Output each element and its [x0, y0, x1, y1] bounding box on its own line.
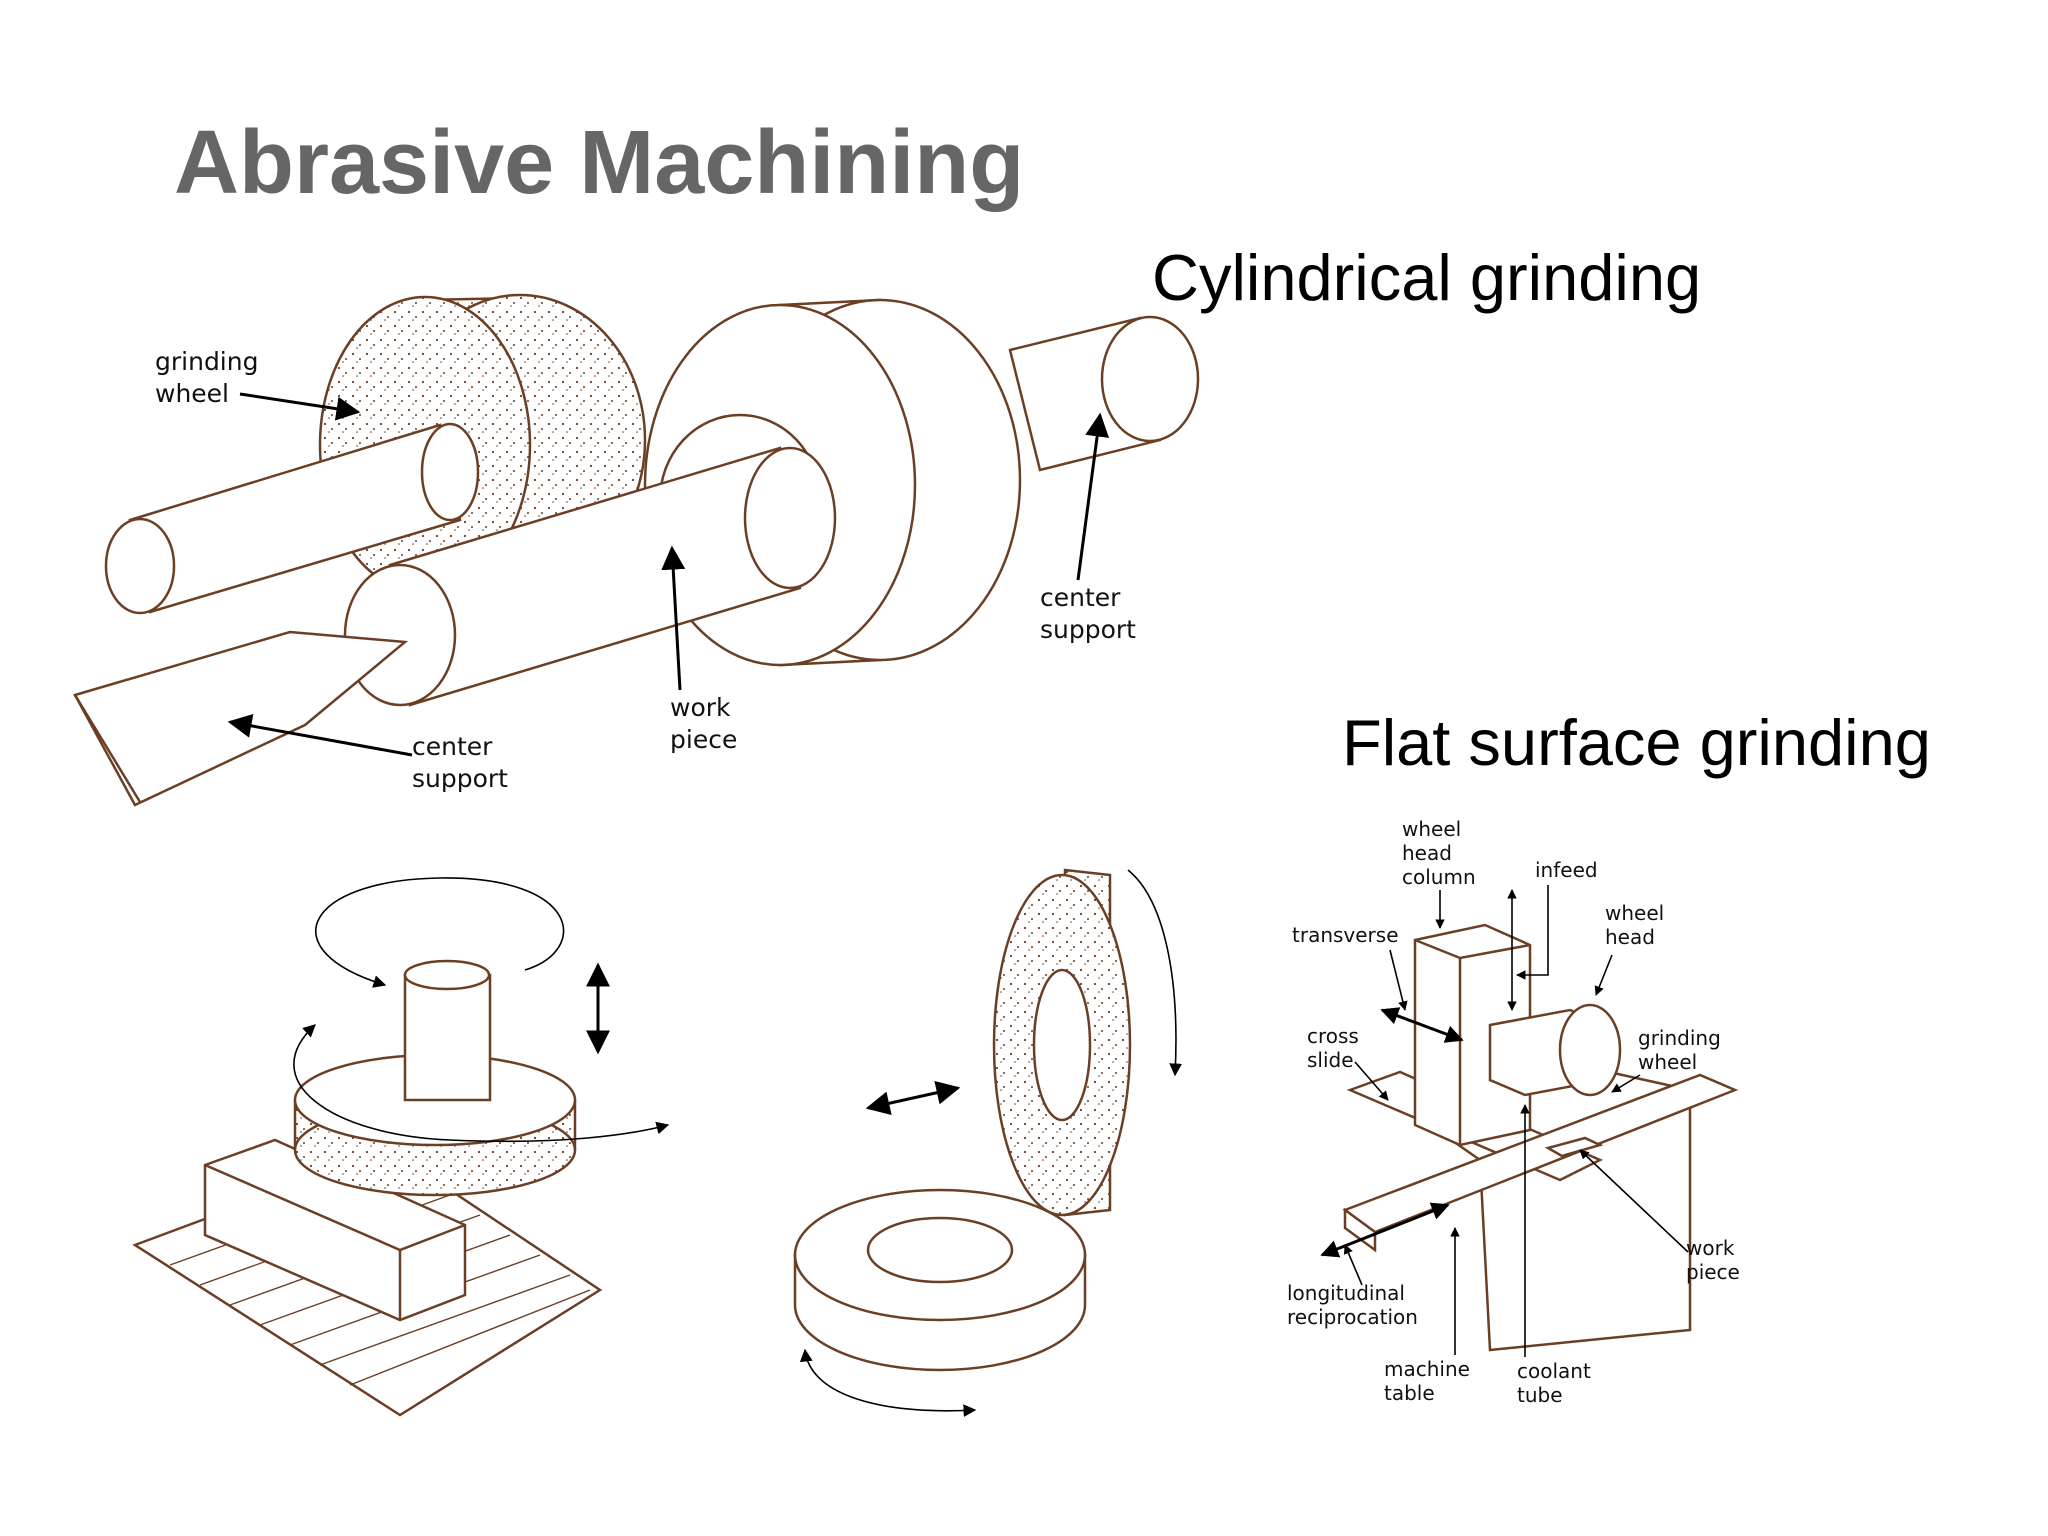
svg-text:slide: slide	[1307, 1048, 1354, 1072]
svg-text:grinding: grinding	[155, 347, 258, 376]
svg-text:infeed: infeed	[1535, 858, 1598, 882]
svg-text:wheel: wheel	[1605, 901, 1664, 925]
label-grinding-wheel-surface: grinding wheel	[1611, 1026, 1721, 1093]
svg-text:piece: piece	[670, 725, 737, 754]
caption-flat-surface-grinding: Flat surface grinding	[1342, 706, 1931, 779]
label-work-piece-surface: work piece	[1579, 1149, 1740, 1284]
label-center-support-left: center support	[227, 714, 508, 793]
svg-text:center: center	[412, 732, 493, 761]
svg-text:longitudinal: longitudinal	[1287, 1281, 1405, 1305]
svg-text:wheel: wheel	[1638, 1050, 1697, 1074]
label-machine-table: machine table	[1384, 1227, 1470, 1405]
label-transverse: transverse	[1292, 923, 1464, 1043]
label-coolant-tube: coolant tube	[1517, 1104, 1591, 1407]
svg-text:coolant: coolant	[1517, 1359, 1591, 1383]
svg-text:wheel: wheel	[1402, 817, 1461, 841]
rotary-table-grinding-drawing	[793, 868, 1182, 1417]
surface-grinder-drawing: wheel head column infeed wheel head tran…	[1287, 817, 1740, 1407]
label-infeed: infeed	[1507, 858, 1598, 1011]
svg-text:work: work	[1686, 1236, 1735, 1260]
svg-text:grinding: grinding	[1638, 1026, 1721, 1050]
svg-text:wheel: wheel	[155, 379, 229, 408]
svg-text:head: head	[1402, 841, 1452, 865]
svg-text:head: head	[1605, 925, 1655, 949]
slide-title: Abrasive Machining	[174, 113, 1025, 213]
left-center-support	[73, 630, 409, 807]
caption-cylindrical-grinding: Cylindrical grinding	[1152, 241, 1702, 314]
vertical-spindle-grinding-drawing	[132, 877, 670, 1417]
workpiece-cylinder	[343, 446, 837, 707]
svg-text:table: table	[1384, 1381, 1435, 1405]
label-longitudinal-reciprocation: longitudinal reciprocation	[1287, 1202, 1450, 1329]
svg-text:work: work	[670, 693, 731, 722]
svg-text:support: support	[1040, 615, 1136, 644]
svg-text:machine: machine	[1384, 1357, 1470, 1381]
right-center-support	[1008, 315, 1200, 472]
label-work-piece: work piece	[661, 545, 737, 754]
label-cross-slide: cross slide	[1307, 1024, 1389, 1101]
svg-text:cross: cross	[1307, 1024, 1359, 1048]
svg-text:piece: piece	[1686, 1260, 1740, 1284]
svg-text:reciprocation: reciprocation	[1287, 1305, 1418, 1329]
label-center-support-right: center support	[1040, 412, 1136, 644]
label-wheel-head-column: wheel head column	[1402, 817, 1476, 929]
svg-text:column: column	[1402, 865, 1476, 889]
cylindrical-grinding-drawing: grinding wheel center support work piece…	[73, 293, 1200, 807]
svg-text:transverse: transverse	[1292, 923, 1399, 947]
label-grinding-wheel: grinding wheel	[155, 347, 361, 421]
svg-text:tube: tube	[1517, 1383, 1563, 1407]
svg-text:center: center	[1040, 583, 1121, 612]
grinding-wheel-spindle	[104, 422, 480, 615]
svg-text:support: support	[412, 764, 508, 793]
label-wheel-head: wheel head	[1594, 901, 1664, 996]
